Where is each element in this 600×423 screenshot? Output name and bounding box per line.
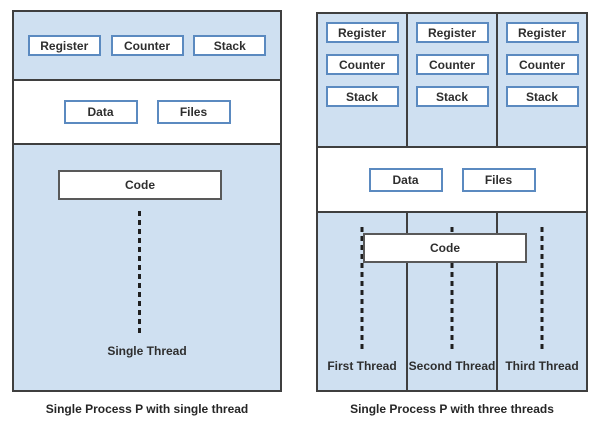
- stack-box: Stack: [193, 35, 267, 56]
- per-thread-registers-section: Register Counter Stack Register Counter …: [318, 14, 586, 148]
- counter-box: Counter: [415, 54, 489, 75]
- counter-box: Counter: [110, 35, 184, 56]
- register-box: Register: [325, 22, 399, 43]
- single-thread-label: Single Thread: [107, 344, 187, 358]
- single-thread-process-diagram: Register Counter Stack Data Files Code S…: [12, 10, 282, 392]
- register-box: Register: [27, 35, 101, 56]
- shared-resources-section: Data Files: [14, 81, 280, 145]
- files-box: Files: [461, 167, 536, 192]
- register-box: Register: [415, 22, 489, 43]
- right-diagram-caption: Single Process P with three threads: [350, 402, 554, 416]
- thread-dashed-line: [450, 227, 454, 351]
- thread-column-1: Register Counter Stack: [318, 14, 406, 146]
- code-box: Code: [363, 233, 527, 263]
- three-thread-process-diagram: Register Counter Stack Register Counter …: [316, 12, 588, 392]
- thread-column-2: Register Counter Stack: [406, 14, 496, 146]
- register-box: Register: [505, 22, 579, 43]
- counter-box: Counter: [505, 54, 579, 75]
- files-box: Files: [156, 100, 231, 124]
- third-thread-label: Third Thread: [505, 359, 579, 373]
- thread-lane-3: Third Thread: [496, 213, 586, 390]
- thread-dashed-line: [360, 227, 364, 351]
- stack-box: Stack: [505, 86, 579, 107]
- stack-box: Stack: [415, 86, 489, 107]
- left-diagram-caption: Single Process P with single thread: [45, 402, 249, 416]
- thread-lane-1: First Thread: [318, 213, 406, 390]
- thread-lane-2: Second Thread: [406, 213, 496, 390]
- data-box: Data: [63, 100, 138, 124]
- code-section: First Thread Second Thread Third Thread …: [318, 213, 586, 390]
- thread-dashed-line: [540, 227, 544, 351]
- code-box: Code: [58, 170, 222, 200]
- registers-section: Register Counter Stack: [14, 12, 280, 81]
- data-box: Data: [368, 167, 443, 192]
- shared-resources-section: Data Files: [318, 148, 586, 213]
- second-thread-label: Second Thread: [408, 359, 496, 373]
- first-thread-label: First Thread: [327, 359, 397, 373]
- code-section: Code Single Thread: [14, 145, 280, 390]
- counter-box: Counter: [325, 54, 399, 75]
- thread-column-3: Register Counter Stack: [496, 14, 586, 146]
- stack-box: Stack: [325, 86, 399, 107]
- thread-dashed-line: [138, 211, 141, 333]
